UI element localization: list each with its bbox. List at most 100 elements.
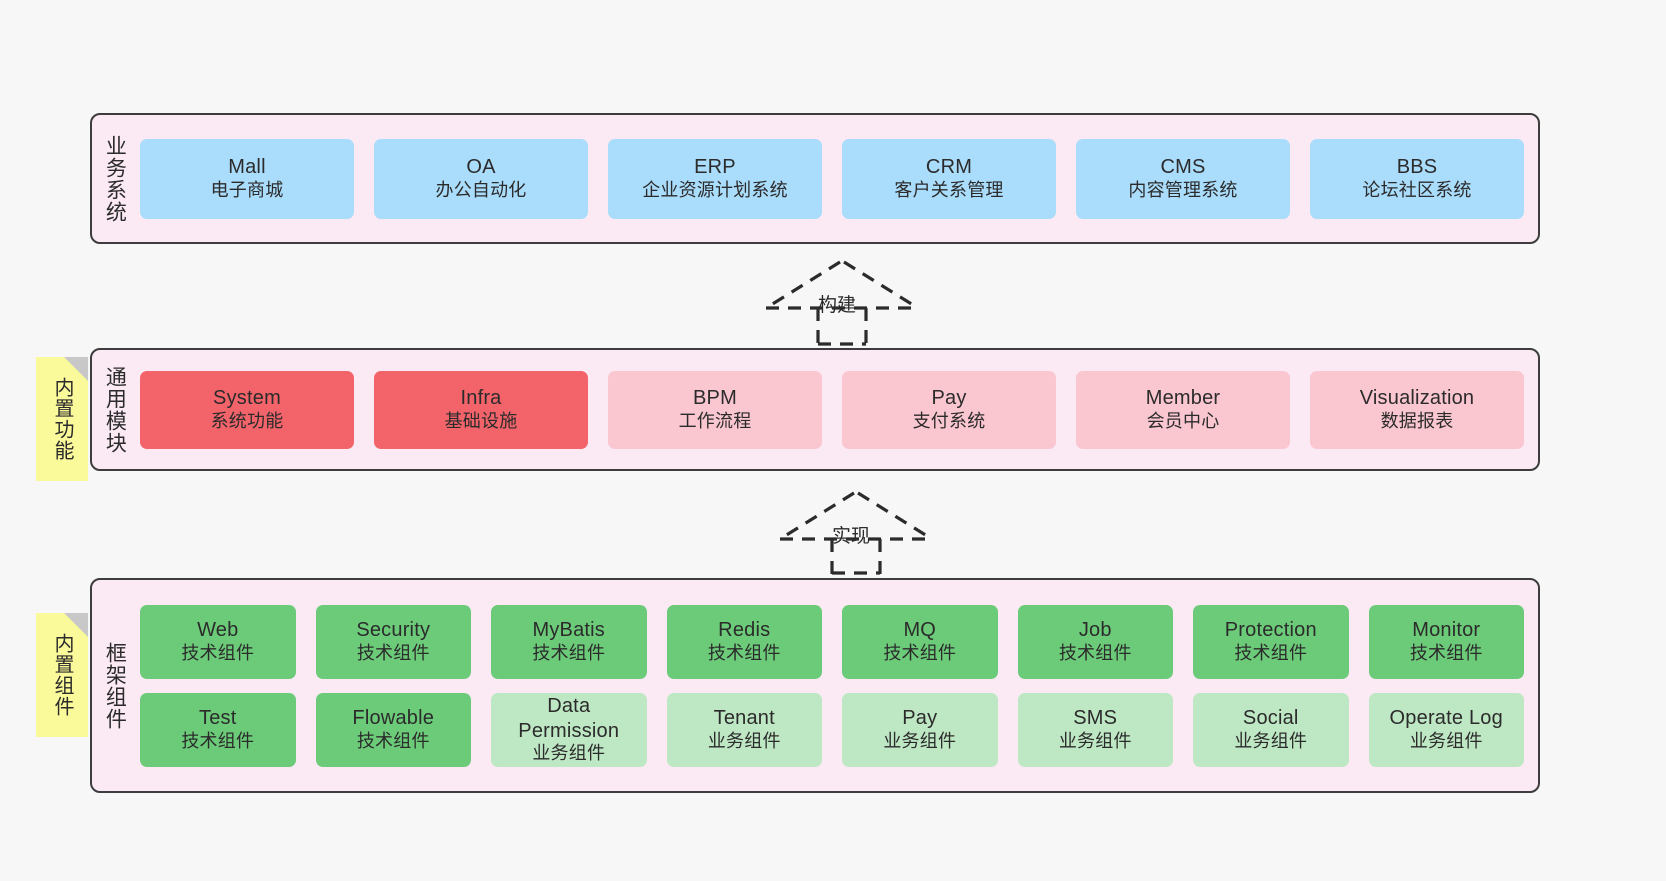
node-title: Tenant: [713, 707, 775, 730]
layer-common-title: 通用模块: [103, 365, 127, 454]
node-title: Job: [1078, 619, 1112, 642]
node-subtitle: 企业资源计划系统: [642, 179, 788, 200]
node-subtitle: 基础设施: [444, 410, 518, 431]
node-title: Security: [356, 619, 431, 642]
node-title: Monitor: [1412, 619, 1481, 642]
node-title: Operate Log: [1389, 707, 1503, 730]
node-subtitle: 电子商城: [210, 179, 284, 200]
node-subtitle: 业务组件: [1058, 730, 1132, 751]
node-subtitle: 技术组件: [181, 730, 255, 751]
node-title: MQ: [903, 619, 937, 642]
node-title: Web: [197, 619, 239, 642]
node-subtitle: 数据报表: [1380, 410, 1454, 431]
node-subtitle: 业务组件: [707, 730, 781, 751]
generalization-arrow-implement: [779, 491, 933, 575]
node-subtitle: 业务组件: [1234, 730, 1308, 751]
node-subtitle: 技术组件: [181, 642, 255, 663]
node-title: Test: [199, 707, 237, 730]
node-title: Pay: [902, 707, 938, 730]
node-subtitle: 技术组件: [532, 642, 606, 663]
note-builtin-features: 内置功能: [36, 357, 88, 481]
node-subtitle: 技术组件: [883, 642, 957, 663]
node-title: Protection: [1224, 619, 1317, 642]
node-title: ERP: [694, 156, 736, 179]
node-subtitle: 技术组件: [1234, 642, 1308, 663]
node-subtitle: 业务组件: [1409, 730, 1483, 751]
node-subtitle: 办公自动化: [435, 179, 527, 200]
node-title: Redis: [718, 619, 771, 642]
node-title: BBS: [1396, 156, 1438, 179]
node-subtitle: 客户关系管理: [894, 179, 1004, 200]
node-subtitle: 业务组件: [532, 742, 606, 763]
node-title: Social: [1242, 707, 1299, 730]
node-subtitle: 技术组件: [707, 642, 781, 663]
node-subtitle: 支付系统: [912, 410, 986, 431]
node-title: Data Permission: [518, 695, 620, 742]
node-subtitle: 技术组件: [356, 642, 430, 663]
connector-label-implement: 实现: [832, 526, 871, 547]
connector-label-build: 构建: [818, 295, 857, 316]
node-title: Visualization: [1359, 387, 1475, 410]
node-subtitle: 技术组件: [1058, 642, 1132, 663]
layer-framework-title: 框架组件: [103, 641, 127, 730]
node-title: Flowable: [352, 707, 435, 730]
node-subtitle: 论坛社区系统: [1362, 179, 1472, 200]
node-title: Pay: [931, 387, 967, 410]
node-title: BPM: [693, 387, 737, 410]
node-title: SMS: [1073, 707, 1118, 730]
node-subtitle: 技术组件: [1409, 642, 1483, 663]
node-title: OA: [466, 156, 496, 179]
node-subtitle: 工作流程: [678, 410, 752, 431]
node-subtitle: 技术组件: [356, 730, 430, 751]
node-title: MyBatis: [532, 619, 606, 642]
node-title: System: [213, 387, 281, 410]
node-subtitle: 内容管理系统: [1128, 179, 1238, 200]
node-subtitle: 系统功能: [210, 410, 284, 431]
note-builtin-components: 内置组件: [36, 613, 88, 737]
node-title: Mall: [228, 156, 266, 179]
node-subtitle: 会员中心: [1146, 410, 1220, 431]
generalization-arrow-build: [765, 260, 919, 346]
node-title: CRM: [925, 156, 973, 179]
layer-business-title: 业务系统: [103, 134, 127, 223]
node-title: Infra: [460, 387, 502, 410]
